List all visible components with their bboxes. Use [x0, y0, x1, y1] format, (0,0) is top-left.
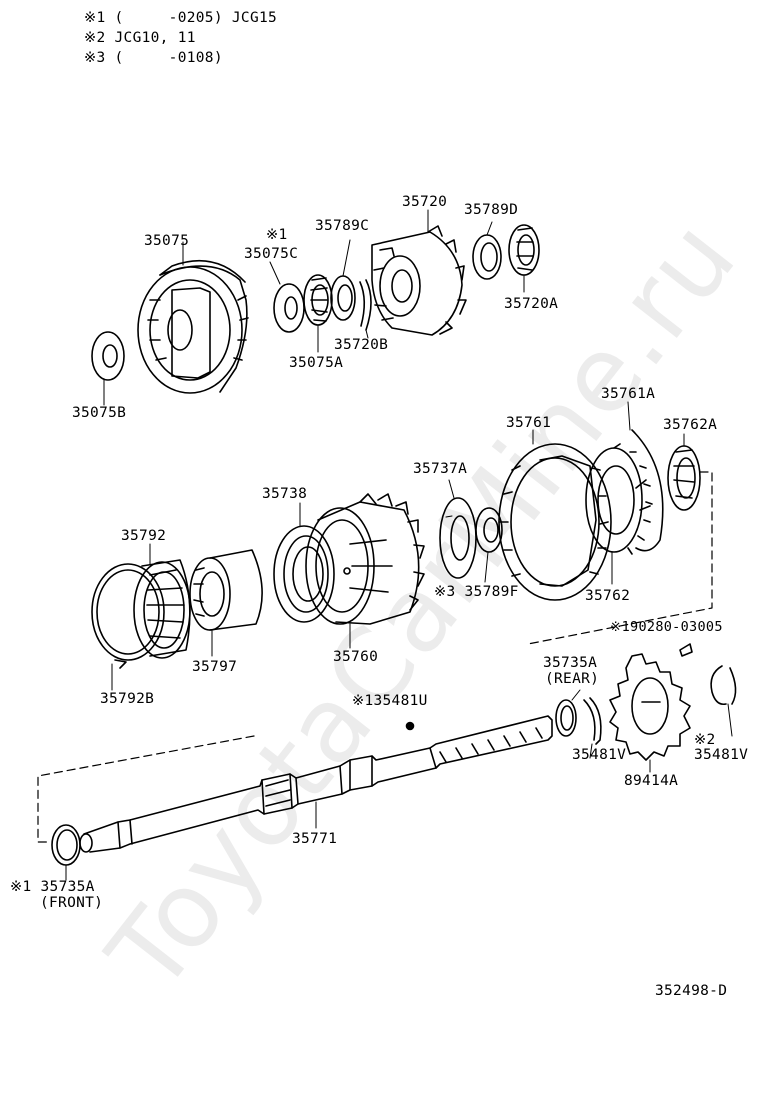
- part-label-35761[interactable]: 35761: [506, 415, 552, 431]
- part-label-35792[interactable]: 35792: [121, 528, 167, 544]
- snap-ring-35481v-left: [583, 697, 602, 759]
- part-label-35762[interactable]: 35762: [585, 588, 631, 604]
- race-35789f: [475, 507, 503, 583]
- part-label-35481v-mark: ※2: [694, 732, 716, 748]
- part-label-35735a-rear[interactable]: 35735A: [543, 655, 598, 671]
- sun-gear-drum-35760: [305, 493, 425, 649]
- part-label-35738[interactable]: 35738: [262, 486, 308, 502]
- part-label-35075b[interactable]: 35075B: [72, 405, 127, 421]
- part-label-35075c[interactable]: 35075C: [244, 246, 299, 262]
- part-label-35771[interactable]: 35771: [292, 831, 338, 847]
- ring-35735a-rear: [555, 689, 581, 737]
- snap-ring-35761a: [627, 401, 664, 552]
- part-label-35789c[interactable]: 35789C: [315, 218, 370, 234]
- part-label-35789d[interactable]: 35789D: [464, 202, 519, 218]
- ring-35735a-front: [51, 824, 81, 881]
- part-label-35737a[interactable]: 35737A: [413, 461, 468, 477]
- clutch-drum-35075: [137, 241, 249, 394]
- key-190280-03005: [679, 643, 693, 657]
- one-way-clutch-35792: [133, 543, 191, 659]
- part-label-190280-03005[interactable]: ※190280-03005: [610, 619, 723, 635]
- note-1: ※1 ( -0205) JCG15: [84, 10, 278, 26]
- part-label-35481v-left[interactable]: 35481V: [572, 747, 627, 763]
- snap-ring-35792b: [91, 563, 165, 691]
- diagram-id: 352498-D: [655, 983, 728, 999]
- part-label-35720[interactable]: 35720: [402, 194, 448, 210]
- washer-35075b: [91, 331, 125, 406]
- part-label-35481u[interactable]: ※135481U: [352, 693, 428, 709]
- cylinder-35797: [189, 549, 263, 657]
- part-label-35735a-rear-note: (REAR): [545, 671, 600, 687]
- ball-35481u: [405, 721, 415, 731]
- assembly-dash-line-right: [527, 471, 713, 645]
- note-2: ※2 JCG10, 11: [84, 30, 196, 46]
- bearing-35762a: [667, 433, 701, 511]
- part-label-35761a[interactable]: 35761A: [601, 386, 656, 402]
- bearing-35075a: [303, 274, 333, 353]
- part-label-35797[interactable]: 35797: [192, 659, 238, 675]
- intermediate-shaft-35771: [79, 715, 553, 853]
- gear-35762: [585, 443, 653, 585]
- part-label-35075[interactable]: 35075: [144, 233, 190, 249]
- part-label-35075c-mark: ※1: [266, 227, 288, 243]
- note-3: ※3 ( -0108): [84, 50, 223, 66]
- part-label-35735a-front-note: (FRONT): [40, 895, 104, 911]
- part-label-35735a-front[interactable]: ※1 35735A: [10, 879, 95, 895]
- sensor-rotor-89414a: [609, 653, 691, 773]
- part-label-35789f[interactable]: ※3 35789F: [434, 584, 519, 600]
- part-label-35481v-right[interactable]: 35481V: [694, 747, 749, 763]
- part-label-35720a[interactable]: 35720A: [504, 296, 559, 312]
- snap-ring-35481v-right: [710, 665, 737, 737]
- snap-ring-35720b: [359, 279, 372, 339]
- part-label-35792b[interactable]: 35792B: [100, 691, 155, 707]
- race-35789d: [472, 221, 502, 280]
- bearing-35738: [273, 502, 335, 623]
- bearing-35720a: [508, 224, 540, 293]
- part-label-89414a[interactable]: 89414A: [624, 773, 679, 789]
- washer-35737a: [439, 479, 477, 579]
- part-label-35760[interactable]: 35760: [333, 649, 379, 665]
- assembly-dash-line-left: [37, 735, 255, 843]
- race-35789c: [330, 239, 356, 321]
- washer-35075c: [269, 261, 305, 333]
- planetary-gear-35720: [371, 209, 467, 336]
- ring-gear-35761: [498, 429, 612, 601]
- part-label-35075a[interactable]: 35075A: [289, 355, 344, 371]
- part-label-35720b[interactable]: 35720B: [334, 337, 389, 353]
- part-label-35762a[interactable]: 35762A: [663, 417, 718, 433]
